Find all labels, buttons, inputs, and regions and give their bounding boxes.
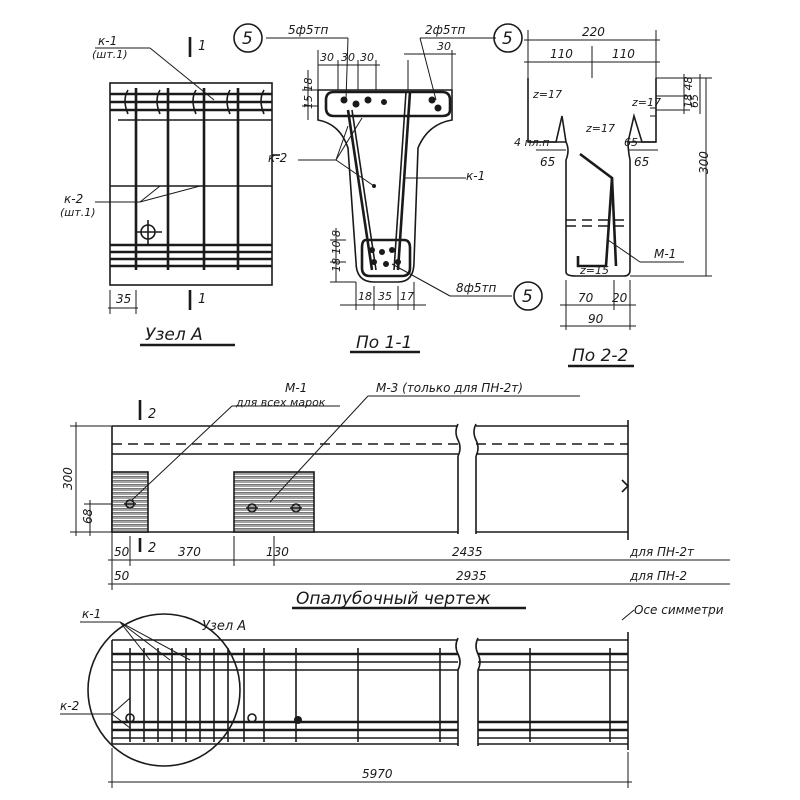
m1-all-marks: для всех марок — [235, 396, 326, 409]
k2-bottom-label: к-2 — [60, 699, 79, 713]
dim-50a: 50 — [114, 545, 130, 559]
beam-elevation: М-1 для всех марок М-3 (только для ПН-2т… — [61, 381, 730, 590]
m1-section-label: М-1 — [654, 247, 676, 261]
dim-2935: 2935 — [456, 569, 487, 583]
dim-30b: 30 — [341, 51, 355, 64]
k2-section-label: к-2 — [268, 151, 287, 165]
dim-370: 370 — [178, 545, 201, 559]
dim-2435: 2435 — [452, 545, 483, 559]
circle-5-left: 5 — [242, 29, 253, 49]
dim-90: 90 — [588, 312, 604, 326]
caption-po-1-1: По 1-1 — [356, 333, 412, 353]
dim-110b: 110 — [612, 47, 635, 61]
formwork-drawing: Опалубочный чертеж Осе симметри — [60, 589, 724, 788]
bar-2d5: 2ф5тп — [425, 23, 466, 37]
k1-label-b: (шт.1) — [92, 48, 128, 61]
dim-35: 35 — [116, 292, 131, 306]
dim-65b: 65 — [540, 155, 555, 169]
section-1-1: 5 5ф5тп 2ф5тп 5 30 30 30 30 15 18 к-2 к-… — [233, 23, 543, 354]
dim-18-48: 18 48 — [682, 77, 695, 109]
m3-only-label: М-3 (только для ПН-2т) — [376, 381, 523, 395]
section-1-top: 1 — [198, 39, 206, 54]
label-pn-2: для ПН-2 — [629, 569, 687, 583]
dim-30d: 30 — [437, 40, 451, 53]
k1-bottom-label: к-1 — [82, 607, 101, 621]
circle-5-bottom: 5 — [522, 287, 533, 307]
dim-z17a: z=17 — [532, 88, 562, 101]
bar-5d5: 5ф5тп — [288, 23, 329, 37]
dim-4pl: 4 пл.п — [514, 136, 549, 149]
uzel-a-bottom-label: Узел А — [202, 619, 246, 634]
axis-symmetry: Осе симметри — [634, 603, 724, 617]
dim-300-left: 300 — [61, 467, 75, 490]
dim-15-18: 15 18 — [302, 78, 315, 110]
dim-220: 220 — [582, 25, 605, 39]
caption-uzel-a: Узел А — [145, 325, 203, 345]
dim-50b: 50 — [114, 569, 130, 583]
dim-30c: 30 — [360, 51, 374, 64]
dim-z17b: z=17 — [631, 96, 661, 109]
dim-18-10-8: 18 10 8 — [330, 230, 343, 272]
dim-5970: 5970 — [362, 767, 393, 781]
dim-30a: 30 — [320, 51, 334, 64]
dim-68: 68 — [81, 508, 95, 524]
dim-65a: 65 — [688, 94, 701, 108]
k2-label-a: к-2 — [64, 192, 83, 206]
section-2-2: 220 110 110 z=17 z=17 z=17 18 48 65 4 пл… — [514, 25, 712, 368]
bar-8d5: 8ф5тп — [456, 281, 497, 295]
dim-65c: 65 — [624, 136, 638, 149]
section-2-bottom: 2 — [148, 541, 156, 556]
k1-section-label: к-1 — [466, 169, 485, 183]
caption-opalub: Опалубочный чертеж — [296, 589, 491, 609]
dim-z17c: z=17 — [585, 122, 615, 135]
dim-20: 20 — [612, 291, 628, 305]
dim-65d: 65 — [634, 155, 649, 169]
k1-label-a: к-1 — [98, 34, 117, 48]
dim-17b: 17 — [400, 290, 414, 303]
dim-300-right: 300 — [697, 151, 711, 174]
dim-18: 18 — [358, 290, 372, 303]
label-pn-2t: для ПН-2т — [629, 545, 695, 559]
dim-130: 130 — [266, 545, 289, 559]
dim-35b: 35 — [378, 290, 392, 303]
circle-5-right: 5 — [502, 29, 513, 49]
dim-z15: z=15 — [579, 264, 609, 277]
section-1-bottom: 1 — [198, 292, 206, 307]
m1-label-top: М-1 — [285, 381, 307, 395]
dim-110a: 110 — [550, 47, 573, 61]
section-2-top: 2 — [148, 407, 156, 422]
caption-po-2-2: По 2-2 — [572, 346, 628, 366]
k2-label-b: (шт.1) — [60, 206, 96, 219]
uzel-a-detail: к-1 (шт.1) 1 к-2 (шт.1) 35 1 Узел А — [60, 34, 280, 347]
dim-70: 70 — [578, 291, 594, 305]
